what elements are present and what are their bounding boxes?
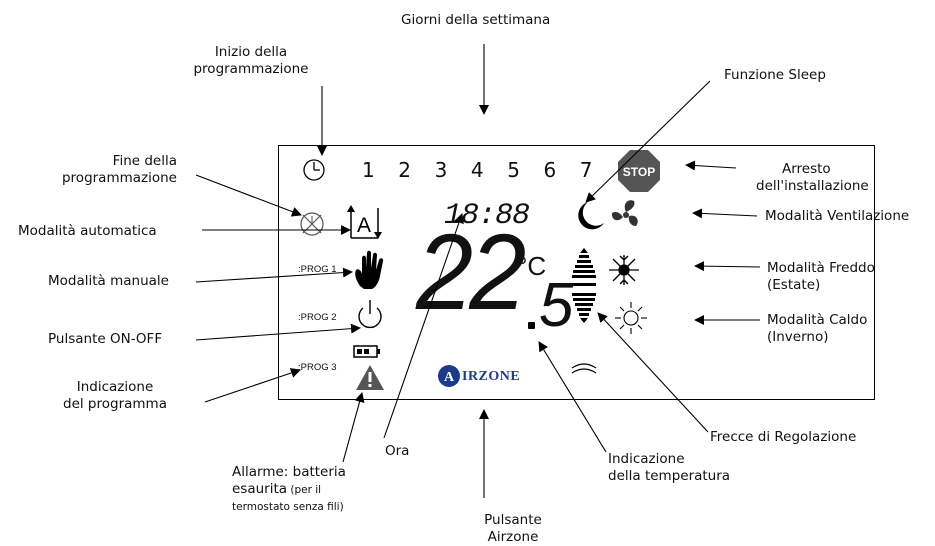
arrow-fine	[195, 174, 302, 217]
arrow-arresto	[685, 160, 737, 171]
arrow-sleep	[585, 80, 711, 203]
label-indicazione-temperatura: Indicazione della temperatura	[608, 451, 730, 485]
label-pulsante-onoff: Pulsante ON-OFF	[48, 331, 163, 347]
day-7: 7	[579, 158, 593, 182]
arrow-frecce	[597, 312, 709, 433]
decimal-point	[528, 322, 535, 329]
signal-wave-icon	[571, 363, 597, 374]
label-inizio-line1: Inizio della	[214, 44, 288, 60]
label-allarme-line1: Allarme: batteria	[232, 464, 346, 480]
label-allarme-esaurita: esaurita	[232, 481, 288, 497]
hand-icon	[355, 250, 384, 289]
label-fine-line2: programmazione	[61, 170, 177, 186]
label-pulsante-airzone: Pulsante Airzone	[478, 512, 548, 546]
stop-label: STOP	[623, 165, 655, 179]
label-fine-programmazione: Fine della programmazione	[60, 153, 177, 187]
label-ind-temp-line2: della temperatura	[608, 468, 731, 484]
crossed-clock-icon	[300, 212, 324, 236]
label-indicazione-programma: Indicazione del programma	[40, 379, 190, 413]
day-4: 4	[470, 158, 484, 182]
fan-icon	[611, 200, 638, 226]
warning-icon	[356, 365, 384, 390]
label-freddo-line2: (Estate)	[767, 277, 821, 293]
label-giorni-settimana: Giorni della settimana	[401, 12, 551, 28]
label-modalita-freddo: Modalità Freddo (Estate)	[767, 260, 875, 294]
moon-icon	[578, 202, 604, 230]
label-allarme-perIl: (per il	[287, 484, 322, 496]
label-modalita-automatica: Modalità automatica	[18, 223, 157, 239]
arrow-ventilazione	[692, 208, 758, 219]
temperature-main: 22	[416, 211, 526, 332]
day-6: 6	[543, 158, 557, 182]
airzone-brand: IRZONE	[462, 369, 521, 384]
day-1: 1	[362, 158, 375, 182]
day-5: 5	[507, 158, 520, 182]
clock-icon	[303, 159, 325, 181]
temperature-decimal: 5	[539, 271, 574, 340]
label-modalita-caldo: Modalità Caldo (Inverno)	[767, 312, 867, 346]
label-inizio-programmazione: Inizio della programmazione	[181, 44, 321, 78]
arrow-allarme	[342, 392, 365, 463]
day-3: 3	[434, 158, 448, 182]
label-inizio-line2: programmazione	[193, 61, 309, 77]
label-arresto-installazione: Arresto dell'installazione	[756, 161, 869, 195]
day-2: 2	[398, 158, 412, 182]
label-allarme-batteria: Allarme: batteria esaurita (per il termo…	[232, 464, 346, 516]
label-funzione-sleep: Funzione Sleep	[724, 67, 826, 83]
stop-icon: STOP	[618, 150, 660, 192]
label-ora: Ora	[385, 443, 410, 459]
airzone-logo: A	[438, 365, 460, 387]
label-allarme-line3: termostato senza fili)	[232, 501, 344, 513]
arrow-freddo	[694, 261, 761, 272]
prog-2: :PROG 2	[298, 312, 337, 323]
thermostat-display	[278, 145, 875, 400]
label-pulsante-line2: Airzone	[487, 529, 539, 545]
sun-icon	[615, 302, 647, 334]
label-ind-temp-line1: Indicazione	[608, 451, 685, 467]
label-caldo-line1: Modalità Caldo	[767, 312, 868, 328]
label-freddo-line1: Modalità Freddo	[767, 260, 875, 276]
prog-1: :PROG 1	[298, 264, 337, 275]
label-ind-prog-line2: del programma	[63, 396, 167, 412]
label-modalita-ventilazione: Modalità Ventilazione	[765, 208, 910, 224]
svg-text:A: A	[444, 370, 455, 385]
label-fine-line1: Fine della	[112, 153, 177, 169]
arrow-ora	[383, 213, 464, 439]
auto-mode-icon: A	[347, 205, 382, 239]
arrow-manuale	[195, 267, 353, 283]
label-caldo-line2: (Inverno)	[767, 329, 829, 345]
arrow-temperatura	[538, 341, 607, 453]
temperature-unit: °C	[517, 251, 547, 281]
label-frecce-regolazione: Frecce di Regolazione	[710, 429, 857, 445]
battery-icon	[353, 345, 380, 358]
label-modalita-manuale: Modalità manuale	[48, 273, 169, 289]
label-allarme-line2: esaurita (per il	[232, 481, 346, 499]
prog-3: :PROG 3	[298, 362, 337, 373]
arrow-onoff	[195, 323, 361, 341]
snowflake-icon	[609, 255, 639, 285]
label-pulsante-line1: Pulsante	[484, 512, 542, 528]
label-arresto-line1: Arresto	[782, 161, 831, 177]
auto-mode-letter: A	[357, 214, 371, 237]
arrow-indicazione-prog	[204, 368, 301, 403]
label-arresto-line2: dell'installazione	[756, 178, 869, 194]
power-icon	[358, 300, 382, 329]
label-ind-prog-line1: Indicazione	[76, 379, 154, 395]
adjustment-arrows-icon	[572, 248, 596, 323]
